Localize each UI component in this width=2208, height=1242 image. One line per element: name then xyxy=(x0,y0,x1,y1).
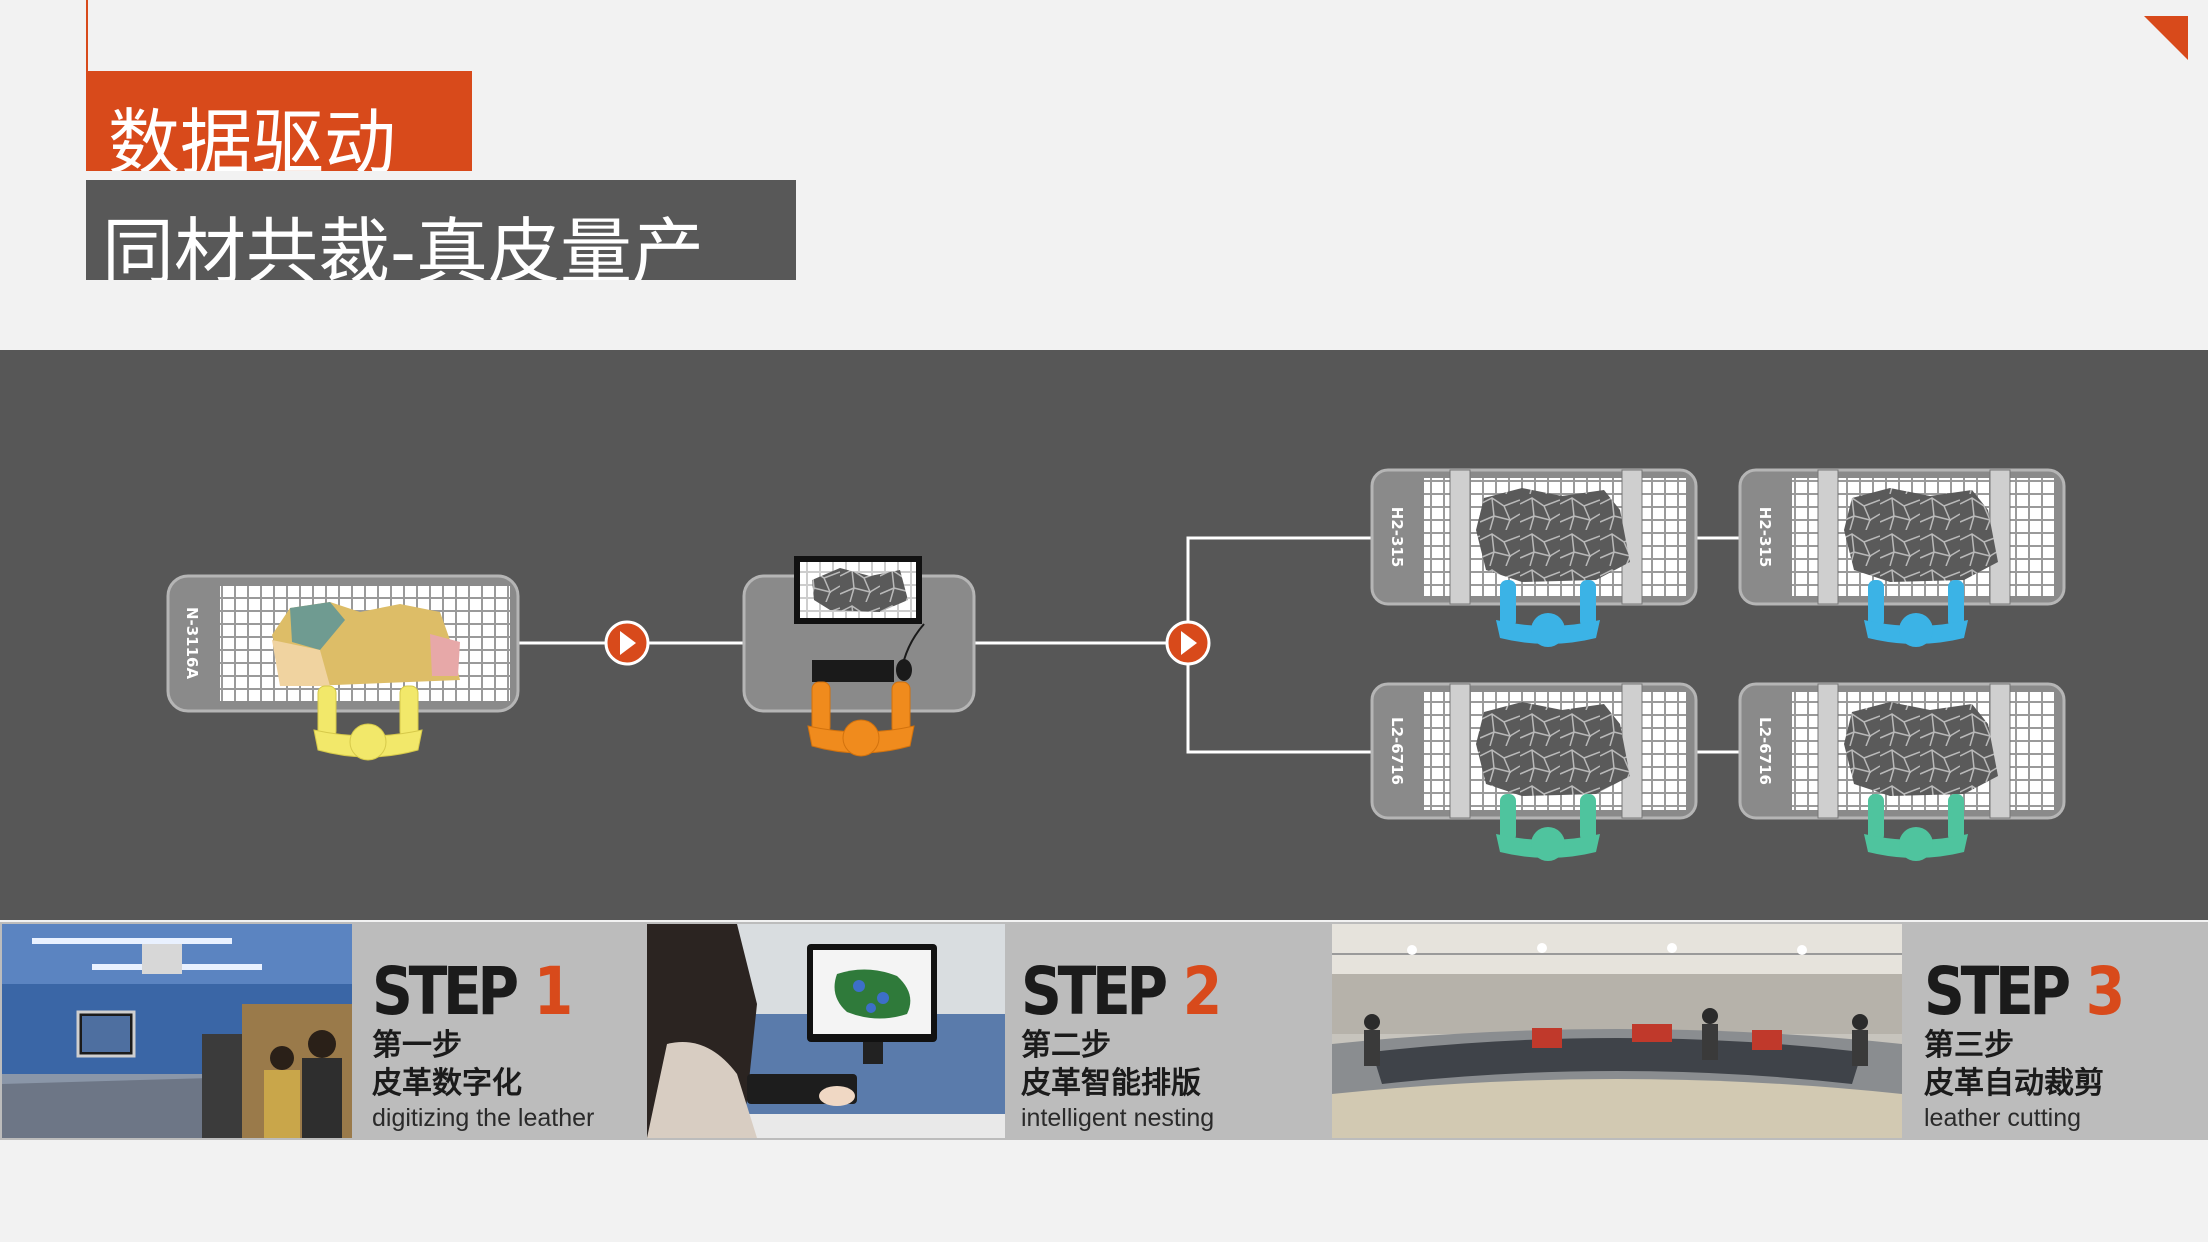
nesting-workstation xyxy=(744,556,974,711)
step-word: STEP xyxy=(372,953,515,1030)
cutter-machine: L2-6716 xyxy=(1372,684,1696,818)
step-en-desc: intelligent nesting xyxy=(1021,1104,1250,1132)
flow-arrow-icon xyxy=(1167,622,1209,664)
step-number: 1 xyxy=(534,953,569,1030)
step-word: STEP xyxy=(1924,953,2067,1030)
cutter-label: L2-6716 xyxy=(1388,717,1406,785)
cutting-workshop-photo xyxy=(1332,924,1902,1138)
step-cn-label: 第三步 xyxy=(1924,1028,2153,1064)
step-en-desc: leather cutting xyxy=(1924,1104,2153,1132)
corner-triangle-icon xyxy=(2144,16,2188,60)
step-en-desc: digitizing the leather xyxy=(372,1104,601,1132)
cutter-label: H2-315 xyxy=(1756,507,1774,568)
cutter-label: L2-6716 xyxy=(1756,717,1774,785)
cutter-machine: L2-6716 xyxy=(1740,684,2064,818)
step-number: 2 xyxy=(1183,953,1218,1030)
step-number: 3 xyxy=(2086,953,2121,1030)
title-banner: 数据驱动 xyxy=(86,71,472,171)
scanner-label: N-3116A xyxy=(183,607,201,680)
leather-scanning-photo xyxy=(2,924,352,1138)
step-cn-label: 第二步 xyxy=(1021,1028,1250,1064)
step-word: STEP xyxy=(1021,953,1164,1030)
flow-arrow-icon xyxy=(606,622,648,664)
nesting-software-photo xyxy=(647,924,1005,1138)
step-cn-desc: 皮革智能排版 xyxy=(1021,1064,1250,1104)
cutter-machine: H2-315 xyxy=(1740,470,2064,604)
subtitle-banner: 同材共裁-真皮量产 xyxy=(86,180,796,280)
step-cn-desc: 皮革数字化 xyxy=(372,1064,601,1104)
step-cn-label: 第一步 xyxy=(372,1028,601,1064)
cutter-label: H2-315 xyxy=(1388,507,1406,568)
accent-line xyxy=(86,0,88,72)
step-cn-desc: 皮革自动裁剪 xyxy=(1924,1064,2153,1104)
cutter-machine: H2-315 xyxy=(1372,470,1696,604)
page-subtitle: 同材共裁-真皮量产 xyxy=(102,206,704,280)
scanner-machine: N-3116A xyxy=(168,576,518,711)
page-title: 数据驱动 xyxy=(108,97,396,171)
